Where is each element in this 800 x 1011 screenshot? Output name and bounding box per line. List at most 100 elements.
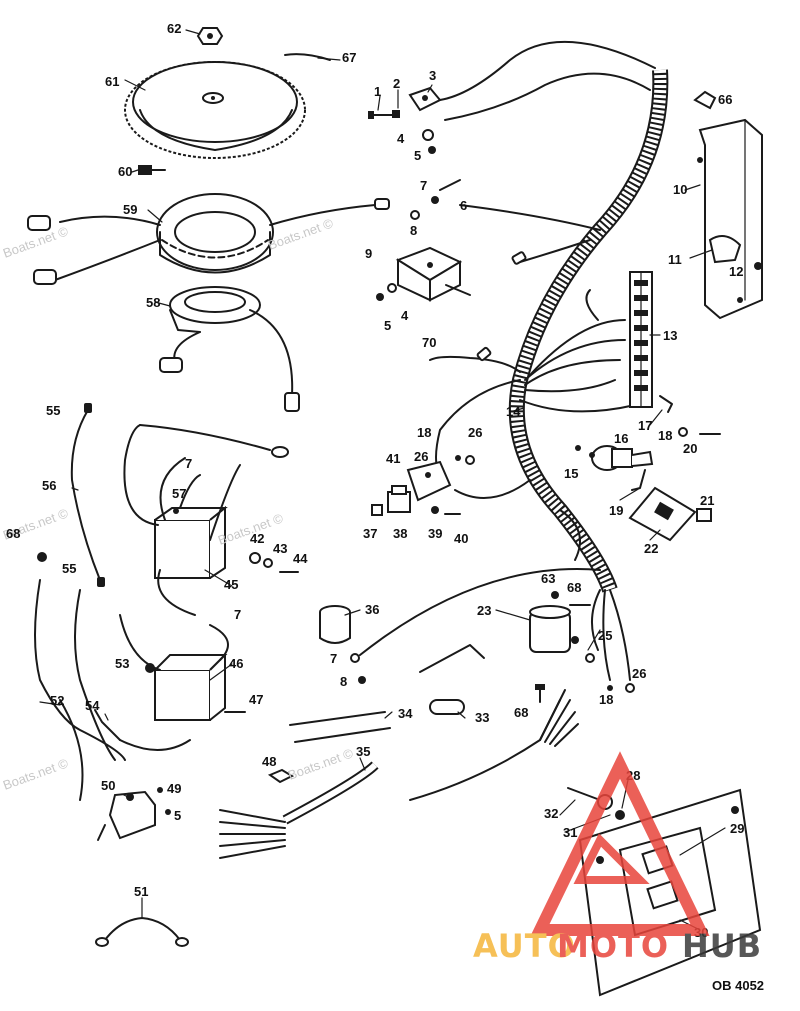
nut — [157, 787, 163, 793]
switch-nut — [696, 508, 712, 522]
callout-label: 32 — [544, 806, 558, 821]
callout-label: 1 — [374, 84, 381, 99]
callout-label: 68 — [6, 526, 20, 541]
rectifier — [395, 246, 463, 302]
callout-label: 49 — [167, 781, 181, 796]
callout-label: 39 — [428, 526, 442, 541]
logo-text-hub: HUB — [682, 927, 762, 965]
nut — [358, 676, 366, 684]
callout-label: 26 — [632, 666, 646, 681]
nut — [428, 146, 436, 154]
callout-label: 19 — [609, 503, 623, 518]
callout-label: 12 — [729, 264, 743, 279]
callout-label: 68 — [567, 580, 581, 595]
callout-label: 6 — [460, 198, 467, 213]
timer-base — [169, 286, 261, 333]
callout-label: 7 — [185, 456, 192, 471]
callout-label: 42 — [250, 531, 264, 546]
callout-label: 54 — [85, 698, 100, 713]
wire-bundle — [539, 689, 579, 747]
terminal-board — [578, 788, 762, 997]
callout-label: 50 — [101, 778, 115, 793]
nut — [455, 455, 461, 461]
callout-label: 40 — [454, 531, 468, 546]
callout-label: 23 — [477, 603, 491, 618]
washer — [392, 110, 400, 118]
callout-label: 61 — [105, 74, 119, 89]
nut — [625, 683, 635, 693]
cable — [409, 699, 561, 801]
nut — [465, 455, 475, 465]
timer-connector — [159, 357, 183, 373]
ignition-coil-assy — [145, 652, 228, 721]
harness-bracket — [697, 118, 763, 320]
timer-connector — [284, 392, 300, 412]
callout-label: 20 — [683, 441, 697, 456]
callout-label: 7 — [420, 178, 427, 193]
relay-bracket — [406, 460, 452, 502]
callout-label: 60 — [118, 164, 132, 179]
high-tension-lead — [289, 711, 386, 726]
callout-label: 14 — [506, 404, 521, 419]
coil-lead — [119, 739, 191, 751]
strip-clip — [659, 395, 673, 413]
callout-label: 18 — [658, 428, 672, 443]
callout-label: 7 — [330, 651, 337, 666]
key-switch — [589, 445, 654, 491]
callout-label: 7 — [234, 607, 241, 622]
stator-lead — [269, 204, 376, 226]
stator-connector — [374, 198, 390, 210]
screw — [376, 293, 384, 301]
watermark: Boats.net © — [1, 755, 71, 793]
washer — [678, 427, 688, 437]
cable — [419, 644, 485, 673]
callout-label: 3 — [429, 68, 436, 83]
starter-solenoid — [529, 591, 579, 653]
callout-label: 53 — [115, 656, 129, 671]
nut — [350, 653, 360, 663]
callout-label: 8 — [340, 674, 347, 689]
stator-lead — [54, 239, 161, 281]
rectifier-screw — [445, 284, 471, 296]
callout-label: 21 — [700, 493, 714, 508]
flywheel-screw — [138, 165, 166, 175]
starter-motor — [97, 790, 156, 841]
callout-label: 57 — [172, 486, 186, 501]
screw — [368, 111, 393, 119]
fitting — [37, 552, 47, 562]
watermark: Boats.net © — [286, 745, 356, 783]
callout-label: 4 — [397, 131, 405, 146]
coil-lead — [119, 614, 161, 671]
shim — [371, 504, 383, 516]
wiring-harness — [359, 40, 669, 681]
callout-label: 59 — [123, 202, 137, 217]
screw — [535, 684, 545, 703]
callout-label: 5 — [174, 808, 181, 823]
power-pack-leads — [123, 424, 271, 616]
terminal-eyelet — [271, 446, 289, 458]
coil-lead — [209, 624, 229, 661]
callout-label: 8 — [410, 223, 417, 238]
callout-label: 2 — [393, 76, 400, 91]
terminal-strip — [629, 271, 653, 408]
wire-bundle — [219, 809, 286, 859]
callout-label: 52 — [50, 693, 64, 708]
ignition-coil — [319, 605, 351, 644]
callout-label: 34 — [398, 706, 413, 721]
callout-label: 36 — [365, 602, 379, 617]
callout-label: 35 — [356, 744, 370, 759]
callout-label: 9 — [365, 246, 372, 261]
callout-label: 13 — [663, 328, 677, 343]
callout-label: 17 — [638, 418, 652, 433]
callout-label: 33 — [475, 710, 489, 725]
lockwasher — [165, 809, 171, 815]
callout-label: 66 — [718, 92, 732, 107]
leader-lines — [39, 29, 726, 931]
ground-strap — [95, 917, 189, 947]
screw — [754, 262, 762, 270]
callout-label: 58 — [146, 295, 160, 310]
nut — [575, 445, 581, 451]
callout-label: 62 — [167, 21, 181, 36]
